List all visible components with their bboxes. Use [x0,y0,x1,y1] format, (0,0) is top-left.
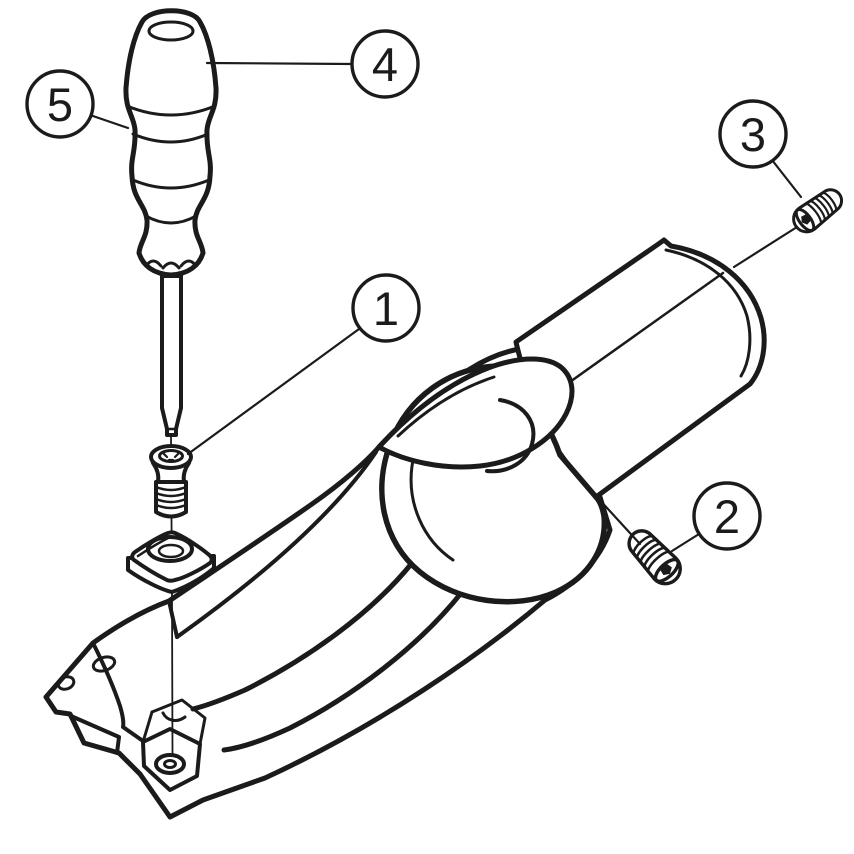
set-screw-hex-socket [660,563,672,576]
leader-3a [770,158,803,199]
pocket-wall-edge [141,710,154,744]
callouts: 1 2 3 4 5 [25,29,788,551]
callout-4-label: 4 [372,38,398,91]
set-screw-threads [632,534,671,574]
coolant-hole-icon [56,675,76,691]
leader-4 [205,61,354,66]
callout-5-label: 5 [47,78,73,131]
handle-top-inner [147,20,195,42]
edge-step [69,714,121,755]
shank-end-chamfer [664,248,752,378]
flute-wall-inner-edge [175,450,378,639]
indexable-insert [126,530,216,594]
leader-3b [732,225,799,269]
screwdriver-shaft [160,274,183,437]
shank-flat-edge [558,271,725,391]
handle-ring-line [125,104,217,117]
set-screw-3 [792,188,844,234]
leader-2b [595,495,642,546]
torx-screwdriver [123,8,219,437]
leader-1 [186,327,361,456]
handle-grip-scallops [144,259,198,270]
leader-lines [88,61,803,553]
pocket-screw-hole [154,753,186,775]
callout-5-circle [25,69,95,139]
screw-thread-lines [154,485,188,510]
callout-2: 2 [692,481,762,551]
flute-helix-edge-upper [190,560,415,712]
pocket-v-notch [167,599,179,639]
drill-shank [513,237,767,500]
flute-mouth-inner-line [396,375,496,438]
insert-hole [146,535,194,563]
flute-helix-edge-lower [221,589,465,753]
callout-1-label: 1 [373,282,399,335]
callout-1: 1 [351,273,421,343]
screw-torx-socket [158,449,184,463]
set-screw-2 [627,529,682,586]
callout-3-circle [718,99,788,169]
handle-ring-line [131,178,211,190]
pocket-wall [150,698,207,746]
set-screw-threads [804,191,838,226]
flute-mouth-outline [376,356,575,470]
callout-3: 3 [718,99,788,169]
flute-mouth [376,356,575,474]
callout-1-circle [351,273,421,343]
point-facet-ridge [91,641,145,743]
callout-2-circle [692,481,762,551]
insert-hole-inner [157,543,185,559]
callout-4: 4 [350,29,420,99]
handle-ring-line [131,132,210,144]
callout-4-circle [350,29,420,99]
screw-torx-lobes [161,451,181,462]
coolant-hole-icon [91,655,117,673]
callout-3-label: 3 [740,108,766,161]
callout-2-label: 2 [714,490,740,543]
callout-5: 5 [25,69,95,139]
leader-2a [670,532,701,553]
leader-5 [88,113,130,130]
set-screw-hex-socket [801,214,811,225]
pocket-screw-hole-inner [163,759,177,769]
handle-ring-line [144,214,198,225]
insert-clamp-screw [149,444,193,519]
flute-curl [485,398,536,474]
